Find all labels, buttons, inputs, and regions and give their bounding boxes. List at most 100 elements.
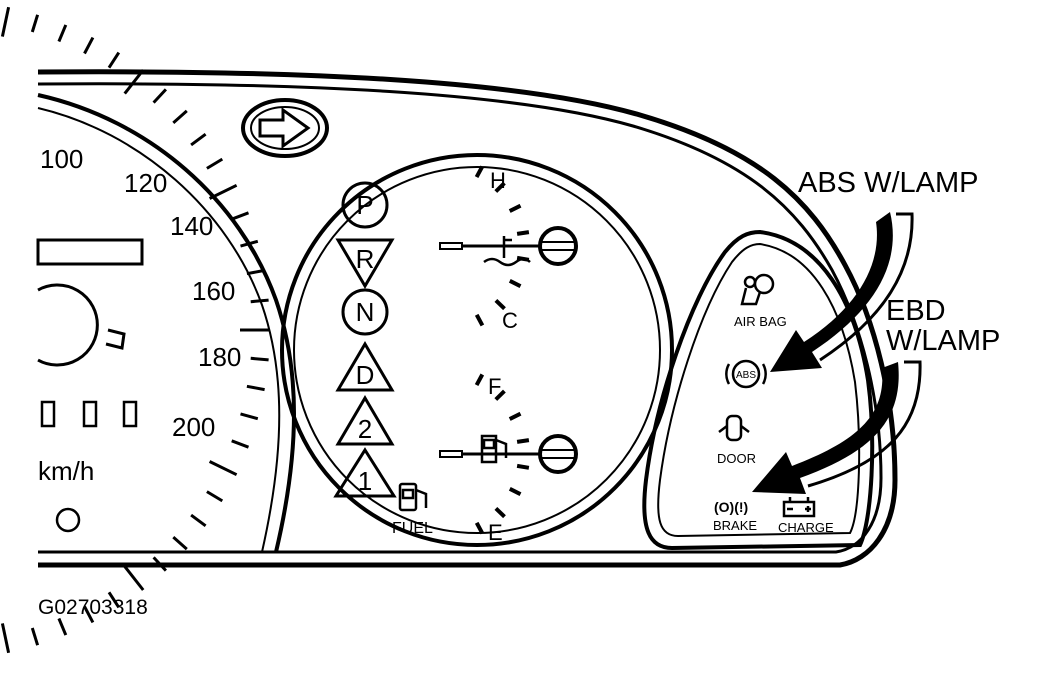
fuel-lamp-label: FUEL xyxy=(392,520,433,537)
speedometer-tick xyxy=(208,460,238,477)
cluster-outline xyxy=(37,69,898,568)
fuel-gauge-ticks xyxy=(474,373,530,535)
arrow-right-icon xyxy=(258,107,311,149)
speed-label-180: 180 xyxy=(198,342,241,372)
gear-1-frame xyxy=(333,447,397,498)
speedometer-tick xyxy=(152,88,167,104)
speed-unit-label: km/h xyxy=(38,456,94,486)
speedometer-tick xyxy=(190,513,207,528)
speedometer-tick xyxy=(57,24,68,43)
speedometer-tick xyxy=(246,384,265,392)
gear-r-frame xyxy=(335,238,395,289)
speed-label-140: 140 xyxy=(170,211,213,241)
temp-hot-label: H xyxy=(490,168,506,193)
door-lamp-label: DOOR xyxy=(717,451,756,466)
fuel-gauge-tick xyxy=(508,487,522,496)
abs-lamp-label: ABS xyxy=(736,370,756,381)
speed-label-120: 120 xyxy=(124,168,167,198)
temperature-gauge-tick xyxy=(494,298,506,311)
fuel-needle-hub xyxy=(538,434,578,474)
temperature-gauge-tick xyxy=(508,203,522,213)
door-lamp: DOOR xyxy=(717,414,756,466)
temperature-gauge xyxy=(439,226,578,267)
speedometer-tick xyxy=(83,605,95,624)
fuel-gauge-tick xyxy=(474,521,485,535)
gear-position-indicator xyxy=(333,181,397,498)
temperature-gauge-tick xyxy=(474,313,485,327)
low-fuel-lamp-icon xyxy=(398,482,428,512)
door-ajar-icon xyxy=(718,414,750,442)
fuel-gauge-tick xyxy=(516,463,530,470)
fuel-gauge xyxy=(439,434,578,474)
airbag-lamp-label: AIR BAG xyxy=(734,314,787,329)
temperature-gauge-tick xyxy=(494,181,506,193)
abs-callout-arrow xyxy=(770,212,914,372)
temperature-gauge-tick xyxy=(474,165,485,179)
speedometer-tick xyxy=(240,412,259,421)
abs-lamp: ABS xyxy=(725,359,767,389)
speedometer-tick xyxy=(57,617,68,636)
fuel-gauge-tick xyxy=(508,411,522,421)
gear-label-p: P xyxy=(356,190,373,220)
speedometer-scale-labels: 100 120 140 160 180 200 km/h xyxy=(38,144,241,486)
speedo-lamp-3 xyxy=(122,400,138,428)
speed-label-200: 200 xyxy=(172,412,215,442)
fuel-full-label: F xyxy=(488,374,501,399)
speedometer-tick xyxy=(190,132,207,147)
brake-lamp-symbol: (O)(!) xyxy=(714,499,748,515)
odometer-window xyxy=(36,238,144,266)
speedometer-tick xyxy=(30,14,40,33)
gear-position-labels: P R N D 2 1 xyxy=(356,190,375,496)
ebd-callout-label-line2: W/LAMP xyxy=(886,325,1001,357)
fuel-pump-icon xyxy=(480,434,508,464)
gear-2-frame xyxy=(335,395,395,446)
charge-lamp: CHARGE xyxy=(778,497,834,535)
gear-label-r: R xyxy=(356,244,375,274)
speedo-indicator-dot xyxy=(55,507,81,533)
speedometer-tick xyxy=(250,298,269,304)
speedometer-tick xyxy=(123,565,145,591)
fuel-gauge-tick xyxy=(494,506,506,519)
temperature-gauge-tick xyxy=(516,230,530,236)
gear-label-n: N xyxy=(356,297,375,327)
speedometer-tick xyxy=(152,556,167,572)
speedometer-tick xyxy=(208,183,238,200)
speedometer-tick xyxy=(240,239,259,248)
speedometer-tick xyxy=(231,211,250,221)
fuel-gauge-tick xyxy=(474,373,485,387)
airbag-lamp: AIR BAG xyxy=(734,273,787,329)
center-gauge-dial xyxy=(280,153,674,547)
ebd-callout-label-line1: EBD xyxy=(886,295,946,327)
brake-lamp-label: BRAKE xyxy=(713,518,757,533)
speedometer-tick xyxy=(123,69,145,95)
fuel-gauge-tick xyxy=(494,389,506,401)
gear-label-2: 2 xyxy=(358,414,372,444)
speedo-lamp-1 xyxy=(40,400,56,428)
speedometer-tick xyxy=(206,490,224,503)
fuel-empty-label: E xyxy=(488,520,503,545)
speedometer-tick xyxy=(83,36,95,55)
gear-label-d: D xyxy=(356,360,375,390)
airbag-icon xyxy=(740,273,775,306)
speedometer-tick xyxy=(206,157,224,170)
temp-cold-label: C xyxy=(502,308,518,333)
battery-icon xyxy=(782,497,816,518)
brake-lamp: (O)(!) BRAKE xyxy=(713,499,757,533)
coolant-temperature-icon xyxy=(483,236,531,267)
gear-p-frame xyxy=(341,181,389,229)
warning-lamp-panel xyxy=(642,229,875,551)
charge-lamp-label: CHARGE xyxy=(778,520,834,535)
temp-needle-tail xyxy=(439,242,463,250)
gear-label-1: 1 xyxy=(358,466,372,496)
fuel-gauge-tick xyxy=(516,438,530,444)
speedo-lamp-2 xyxy=(82,400,98,428)
speedometer-tick xyxy=(231,439,250,449)
speedometer-tick xyxy=(246,268,265,276)
fuel-needle-tail xyxy=(439,450,463,458)
speedometer-tick xyxy=(107,591,121,609)
figure-id: G02703318 xyxy=(38,596,148,619)
speedometer-ticks xyxy=(0,6,270,654)
temperature-gauge-tick xyxy=(508,279,522,288)
gear-n-frame xyxy=(341,288,389,336)
